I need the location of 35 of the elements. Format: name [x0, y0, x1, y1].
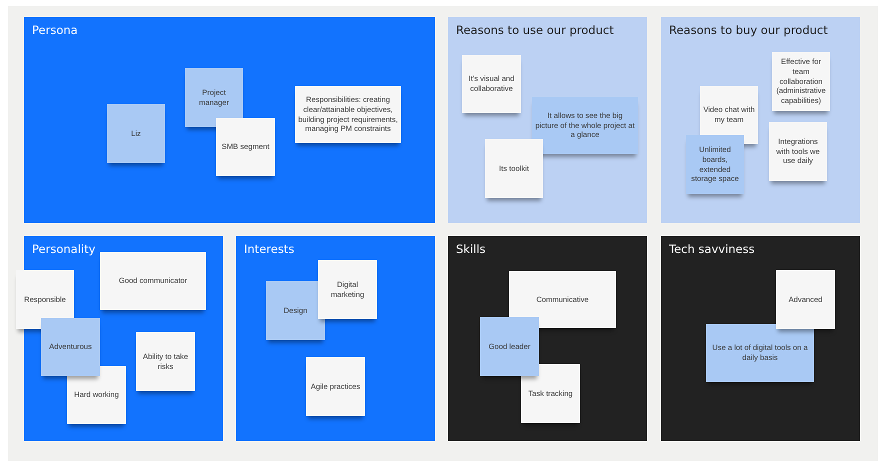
sticky-note	[521, 364, 580, 423]
sticky-note	[485, 139, 543, 198]
sticky-note	[306, 357, 365, 416]
sticky-note	[100, 252, 206, 310]
frame-heading: Reasons to buy our product	[669, 23, 828, 37]
sticky-note	[686, 135, 744, 194]
sticky-note	[41, 318, 100, 376]
frame-panel	[661, 236, 860, 441]
frame-heading: Personality	[32, 242, 96, 256]
sticky-note	[480, 317, 539, 376]
frame-heading: Skills	[456, 242, 486, 256]
sticky-note	[107, 104, 165, 163]
frame-panel	[236, 236, 435, 441]
sticky-note	[185, 68, 243, 127]
sticky-note	[266, 281, 325, 340]
frame-panel	[24, 236, 223, 441]
sticky-note	[67, 366, 126, 424]
frame-panel	[661, 17, 860, 223]
sticky-note	[769, 122, 827, 181]
sticky-note	[509, 271, 616, 328]
sticky-note	[776, 270, 835, 329]
frame-panel	[448, 236, 647, 441]
sticky-note	[136, 332, 195, 391]
frame-panel	[448, 17, 647, 223]
frame-heading: Persona	[32, 23, 78, 37]
frame-heading: Reasons to use our product	[456, 23, 614, 37]
frame-heading: Tech savviness	[669, 242, 755, 256]
sticky-note	[532, 97, 638, 154]
frame-panel	[24, 17, 435, 223]
sticky-note	[295, 86, 401, 143]
sticky-note	[706, 324, 814, 382]
sticky-note	[462, 55, 521, 113]
frame-heading: Interests	[244, 242, 294, 256]
sticky-note	[216, 118, 275, 176]
sticky-note	[318, 260, 377, 319]
